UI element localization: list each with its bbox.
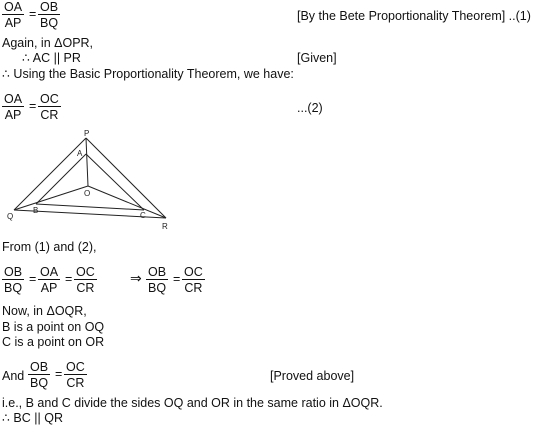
fraction-oc-cr: OC CR	[38, 92, 61, 122]
equals-sign: =	[29, 272, 37, 286]
segment-bc	[35, 203, 145, 211]
b-point-line: B is a point on OQ	[2, 320, 105, 334]
now-line: Now, in ΔOQR,	[2, 304, 87, 318]
segment-ac	[85, 153, 145, 211]
segment-qo	[13, 185, 89, 211]
denominator: AP	[40, 281, 58, 295]
numerator: OC	[182, 265, 205, 280]
numerator: OC	[38, 92, 61, 107]
numerator: OA	[2, 0, 25, 15]
from-line: From (1) and (2),	[2, 240, 97, 254]
label-c: C	[140, 211, 146, 220]
triangle-figure: P A O Q B C R	[7, 129, 168, 231]
denominator: CR	[76, 281, 95, 295]
again-line: Again, in ΔOPR,	[2, 36, 94, 50]
numerator: OC	[74, 265, 97, 280]
denominator: CR	[184, 281, 203, 295]
equals-sign: =	[55, 367, 63, 381]
and-word: And	[2, 369, 25, 383]
fraction-oa-ap: OA AP	[2, 92, 25, 122]
fraction-ob-bq: OB BQ	[2, 265, 25, 295]
equation-tag-2: ...(2)	[297, 101, 323, 115]
implies-arrow: ⇒	[130, 270, 142, 286]
ac-parallel-pr: ∴ AC || PR	[22, 51, 81, 65]
numerator: OC	[64, 360, 87, 375]
label-o: O	[84, 189, 90, 198]
denominator: AP	[4, 16, 22, 30]
denominator: BQ	[4, 281, 23, 295]
label-b: B	[33, 206, 38, 215]
denominator: BQ	[148, 281, 167, 295]
fraction-ob-bq: OB BQ	[38, 0, 61, 30]
equals-sign: =	[173, 272, 181, 286]
equals-sign: =	[29, 7, 37, 21]
label-a: A	[77, 149, 83, 158]
using-bpt-line: ∴ Using the Basic Proportionality Theore…	[2, 67, 294, 81]
reason-bpt-1: [By the Bete Proportionality Theorem] ..…	[297, 9, 531, 23]
segment-qr	[13, 209, 167, 219]
ie-line: i.e., B and C divide the sides OQ and OR…	[2, 396, 383, 410]
numerator: OB	[146, 265, 169, 280]
denominator: AP	[4, 108, 22, 122]
segment-ab	[35, 153, 87, 205]
equals-sign: =	[65, 272, 73, 286]
bc-parallel-qr: ∴ BC || QR	[2, 411, 63, 425]
fraction-oc-cr: OC CR	[74, 265, 97, 295]
segment-pr	[85, 137, 167, 219]
numerator: OA	[38, 265, 61, 280]
fraction-oc-cr: OC CR	[182, 265, 205, 295]
equals-sign: =	[29, 99, 37, 113]
numerator: OA	[2, 92, 25, 107]
denominator: BQ	[30, 376, 49, 390]
denominator: CR	[66, 376, 85, 390]
fraction-ob-bq: OB BQ	[28, 360, 51, 390]
fraction-ob-bq: OB BQ	[146, 265, 169, 295]
reason-given: [Given]	[297, 51, 337, 65]
label-r: R	[162, 222, 168, 231]
numerator: OB	[38, 0, 61, 15]
numerator: OB	[28, 360, 51, 375]
segment-po	[85, 137, 89, 187]
fraction-oa-ap: OA AP	[38, 265, 61, 295]
figure-lines	[13, 137, 167, 219]
label-q: Q	[7, 212, 13, 221]
fraction-oa-ap: OA AP	[2, 0, 25, 30]
numerator: OB	[2, 265, 25, 280]
reason-proved-above: [Proved above]	[270, 369, 355, 383]
c-point-line: C is a point on OR	[2, 335, 105, 349]
fraction-oc-cr: OC CR	[64, 360, 87, 390]
label-p: P	[84, 129, 89, 138]
denominator: BQ	[40, 16, 59, 30]
segment-ro	[87, 185, 167, 219]
segment-pq	[13, 137, 87, 211]
denominator: CR	[40, 108, 59, 122]
